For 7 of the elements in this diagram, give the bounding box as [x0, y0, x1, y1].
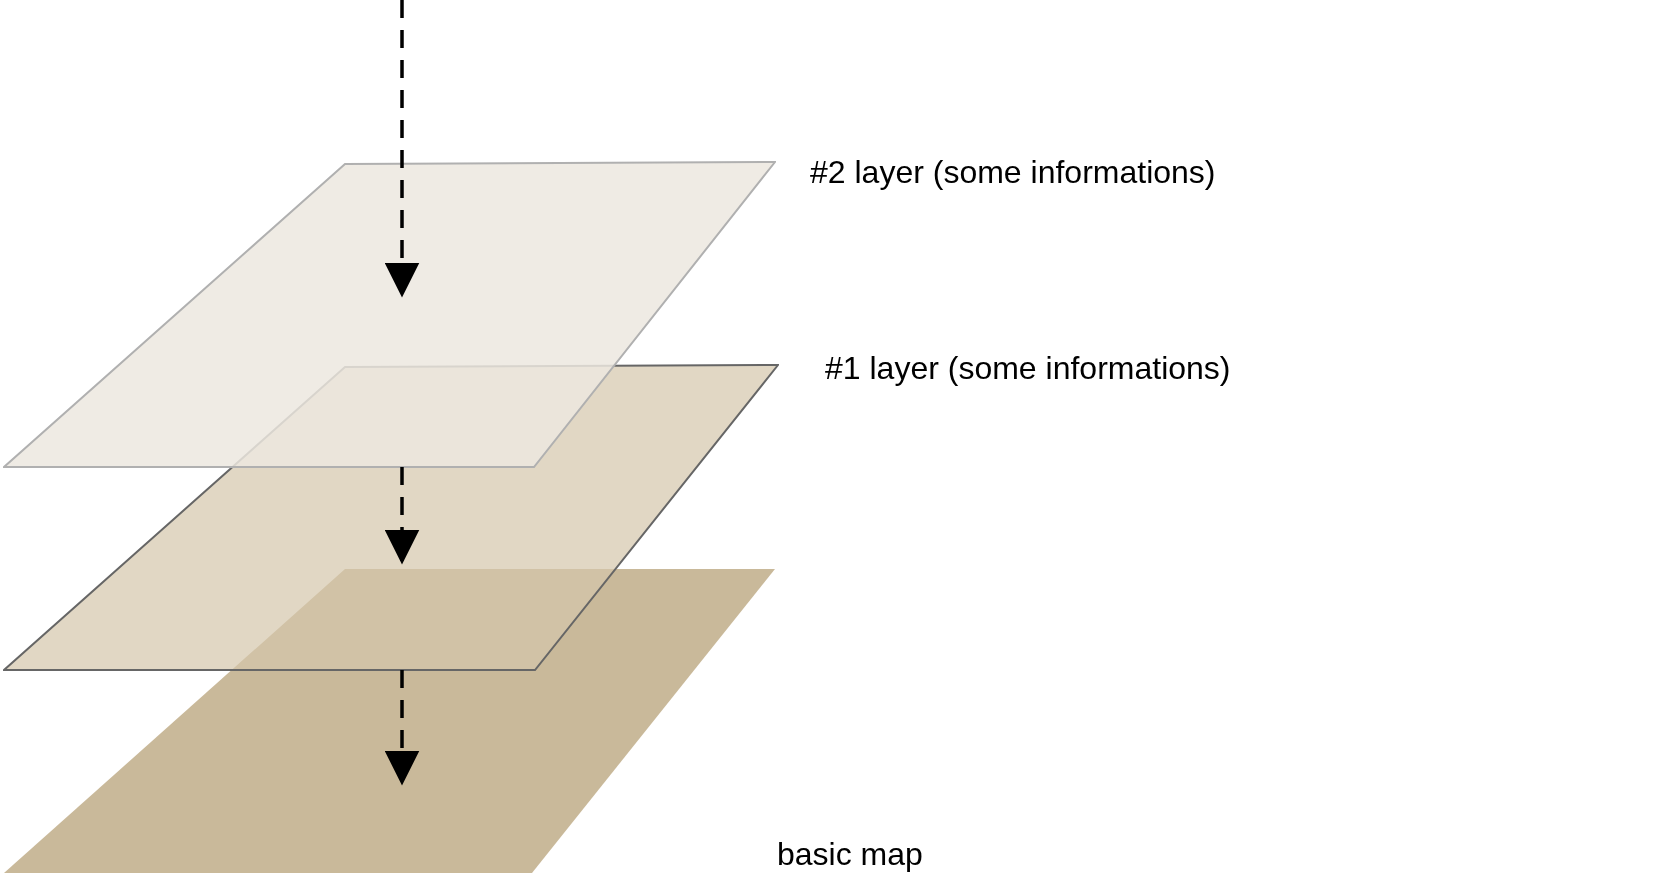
dashed-arrow [384, 467, 420, 565]
map-layer [3, 161, 776, 468]
layer-caption: basic map [777, 835, 923, 874]
layer-caption: #1 layer (some informations) [825, 349, 1231, 388]
dashed-arrow [384, 670, 420, 786]
layer-caption: #2 layer (some informations) [810, 153, 1216, 192]
dashed-arrow [384, 0, 420, 298]
